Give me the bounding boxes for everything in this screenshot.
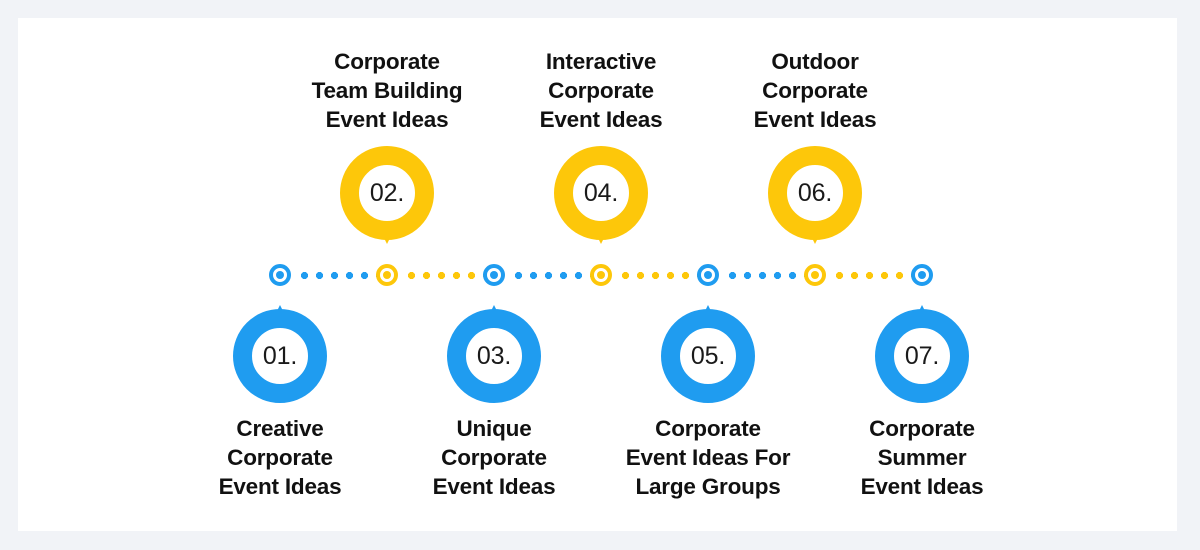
- label-line: Event Ideas: [753, 107, 877, 132]
- timeline-node-07[interactable]: [911, 264, 933, 286]
- label-line: Event Ideas: [218, 474, 342, 499]
- label-line: Event Ideas: [432, 474, 556, 499]
- node-core-icon: [490, 271, 498, 279]
- timeline-label-03: Unique Corporate Event Ideas: [379, 414, 609, 501]
- label-line: Outdoor: [771, 49, 859, 74]
- badge-number-03: 03.: [476, 341, 512, 370]
- label-line: Event Ideas: [539, 107, 663, 132]
- label-line: Team Building: [311, 78, 463, 103]
- timeline-node-06[interactable]: [804, 264, 826, 286]
- node-core-icon: [383, 271, 391, 279]
- label-line: Event Ideas For: [625, 445, 791, 470]
- label-line: Summer: [877, 445, 967, 470]
- label-line: Corporate: [334, 49, 440, 74]
- label-line: Corporate: [227, 445, 333, 470]
- badge-number-02: 02.: [369, 178, 405, 207]
- badge-number-07: 07.: [904, 341, 940, 370]
- connector-segment-3: [515, 272, 591, 279]
- badge-number-05: 05.: [690, 341, 726, 370]
- timeline-label-01: Creative Corporate Event Ideas: [165, 414, 395, 501]
- label-line: Creative: [236, 416, 324, 441]
- timeline-label-06: Outdoor Corporate Event Ideas: [700, 47, 930, 134]
- connector-segment-2: [408, 272, 484, 279]
- connector-segment-4: [622, 272, 698, 279]
- badge-number-04: 04.: [583, 178, 619, 207]
- label-line: Unique: [456, 416, 532, 441]
- label-line: Interactive: [545, 49, 657, 74]
- node-core-icon: [597, 271, 605, 279]
- timeline-badge-02[interactable]: 02.: [340, 146, 434, 244]
- timeline-label-07: Corporate Summer Event Ideas: [807, 414, 1037, 501]
- node-core-icon: [918, 271, 926, 279]
- node-core-icon: [276, 271, 284, 279]
- timeline-badge-03[interactable]: 03.: [447, 305, 541, 403]
- label-line: Corporate: [762, 78, 868, 103]
- node-core-icon: [811, 271, 819, 279]
- timeline-node-03[interactable]: [483, 264, 505, 286]
- timeline-badge-07[interactable]: 07.: [875, 305, 969, 403]
- timeline-node-04[interactable]: [590, 264, 612, 286]
- node-core-icon: [704, 271, 712, 279]
- label-line: Corporate: [548, 78, 654, 103]
- connector-segment-6: [836, 272, 912, 279]
- timeline-node-05[interactable]: [697, 264, 719, 286]
- timeline-badge-06[interactable]: 06.: [768, 146, 862, 244]
- timeline-badge-05[interactable]: 05.: [661, 305, 755, 403]
- timeline-badge-04[interactable]: 04.: [554, 146, 648, 244]
- timeline-label-05: Corporate Event Ideas For Large Groups: [593, 414, 823, 501]
- timeline-node-01[interactable]: [269, 264, 291, 286]
- badge-number-06: 06.: [797, 178, 833, 207]
- label-line: Corporate: [655, 416, 761, 441]
- label-line: Large Groups: [635, 474, 781, 499]
- label-line: Event Ideas: [325, 107, 449, 132]
- connector-segment-5: [729, 272, 805, 279]
- timeline-badge-01[interactable]: 01.: [233, 305, 327, 403]
- label-line: Corporate: [869, 416, 975, 441]
- timeline-label-04: Interactive Corporate Event Ideas: [486, 47, 716, 134]
- connector-segment-1: [301, 272, 377, 279]
- label-line: Corporate: [441, 445, 547, 470]
- badge-number-01: 01.: [262, 341, 298, 370]
- timeline-node-02[interactable]: [376, 264, 398, 286]
- timeline-label-02: Corporate Team Building Event Ideas: [272, 47, 502, 134]
- label-line: Event Ideas: [860, 474, 984, 499]
